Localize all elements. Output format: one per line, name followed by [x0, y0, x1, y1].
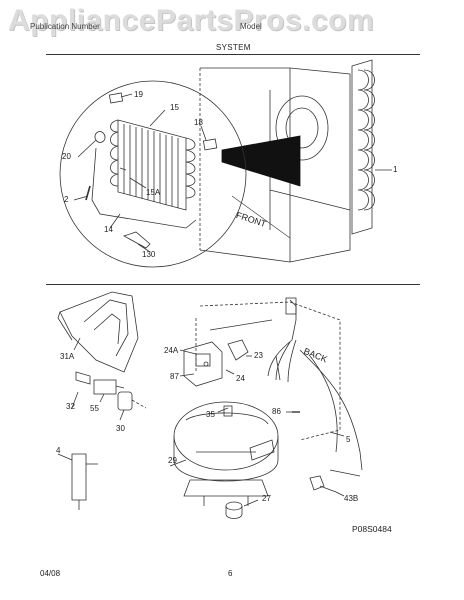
callout-24: 24	[236, 374, 245, 383]
diagram-code: P08S0484	[352, 524, 392, 534]
section-divider	[46, 284, 420, 285]
header-rule	[46, 54, 420, 55]
callout-14: 14	[104, 225, 113, 234]
fan-shroud	[275, 95, 329, 161]
part-30-overload	[117, 391, 133, 411]
callout-24a: 24A	[164, 346, 179, 355]
callout-23: 23	[254, 351, 263, 360]
part-23-grommet	[227, 339, 249, 361]
callout-87: 87	[170, 372, 179, 381]
callout-86: 86	[272, 407, 281, 416]
wire-harness	[289, 299, 297, 341]
footer-date: 04/08	[40, 569, 61, 578]
part-18-pad	[202, 138, 218, 151]
callout-35: 35	[206, 410, 215, 419]
part-27-grommet	[225, 501, 243, 511]
part-130-fitting	[123, 231, 151, 249]
part-20-heater	[94, 131, 106, 143]
part-43b-harness	[309, 475, 325, 491]
detail-circle	[59, 80, 247, 268]
watermark-logo: AppliancePartsPros.com	[8, 4, 375, 37]
condenser-coil	[351, 59, 375, 235]
callout-18: 18	[194, 118, 203, 127]
callout-15a: 15A	[146, 188, 161, 197]
callout-19: 19	[134, 90, 143, 99]
part-32-bracket	[75, 371, 91, 385]
part-29-compressor	[173, 401, 279, 506]
callout-27: 27	[262, 494, 271, 503]
part-4-dryer	[71, 453, 87, 501]
page-number: 6	[228, 569, 233, 578]
callout-20: 20	[62, 152, 71, 161]
callout-130: 130	[142, 250, 156, 259]
part-19-pad	[108, 92, 124, 104]
callout-55: 55	[90, 404, 99, 413]
callout-29: 29	[168, 456, 177, 465]
callout-1: 1	[393, 165, 398, 174]
callout-32: 32	[66, 402, 75, 411]
callout-15: 15	[170, 103, 179, 112]
part-55-relay	[93, 379, 117, 395]
part-24-bracket	[183, 341, 223, 387]
part-2-heater	[85, 185, 91, 201]
callout-43b: 43B	[344, 494, 359, 503]
callout-4: 4	[56, 446, 61, 455]
callout-2: 2	[64, 195, 69, 204]
part-5-tubing	[299, 349, 363, 471]
section-title: SYSTEM	[216, 43, 251, 52]
part-31a-panel	[57, 291, 139, 373]
publication-number: Publication Number	[30, 22, 100, 31]
callout-31a: 31A	[60, 352, 75, 361]
zoom-wedge	[221, 135, 301, 187]
callout-30: 30	[116, 424, 125, 433]
evaporator	[110, 119, 196, 211]
model-number: Model	[240, 22, 262, 31]
callout-5: 5	[346, 435, 351, 444]
